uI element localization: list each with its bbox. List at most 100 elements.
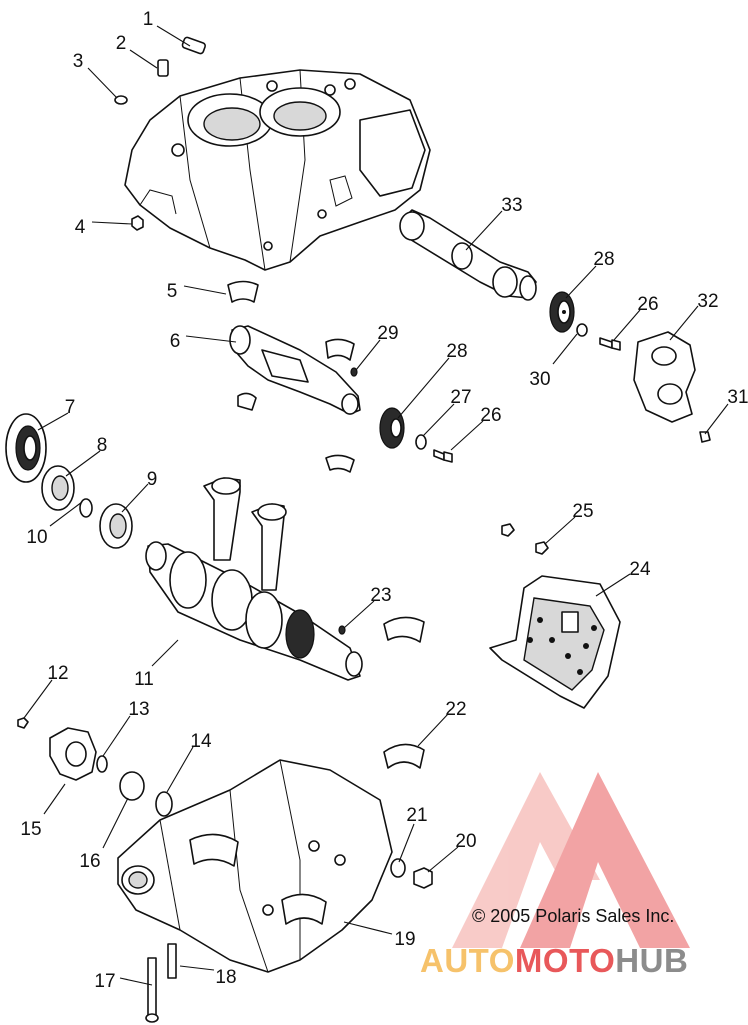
callout-26: 26 xyxy=(480,405,501,426)
main-bearing-9 xyxy=(99,503,133,549)
leader-line-26 xyxy=(450,420,484,451)
oil-pump xyxy=(49,727,97,781)
leader-line-28 xyxy=(565,265,597,299)
callout-26: 26 xyxy=(637,294,658,315)
callout-32: 32 xyxy=(697,291,718,312)
leader-line-27 xyxy=(422,403,455,437)
bearing-shell-lower-middle xyxy=(325,454,355,473)
callout-11: 11 xyxy=(134,669,154,690)
leader-line-11 xyxy=(151,639,179,667)
callout-19: 19 xyxy=(394,929,415,950)
washer-27 xyxy=(415,434,427,450)
balance-shaft xyxy=(229,325,361,415)
leader-line-16 xyxy=(102,797,129,849)
callout-27: 27 xyxy=(450,387,471,408)
watermark-hub: HUB xyxy=(615,942,688,979)
callout-16: 16 xyxy=(79,851,100,872)
crankshaft-assembly xyxy=(145,477,363,681)
stud-17 xyxy=(145,957,159,1023)
main-bearing-8 xyxy=(41,465,75,511)
callout-1: 1 xyxy=(143,9,154,30)
camshaft xyxy=(399,209,537,301)
leader-line-31 xyxy=(704,403,729,435)
callout-17: 17 xyxy=(94,971,115,992)
snap-ring-10 xyxy=(79,498,93,518)
callout-30: 30 xyxy=(529,369,550,390)
callout-28: 28 xyxy=(446,341,467,362)
oil-strainer-plate xyxy=(489,575,621,709)
callout-33: 33 xyxy=(501,195,522,216)
leader-line-13 xyxy=(102,715,131,757)
bearing-shell-5 xyxy=(227,280,259,303)
screw-31 xyxy=(699,431,711,443)
bolt-25-left xyxy=(501,523,515,537)
bearing-shell-right xyxy=(383,616,425,643)
callout-5: 5 xyxy=(167,281,178,302)
leader-line-17 xyxy=(119,977,153,986)
dowel-29 xyxy=(350,367,358,377)
leader-line-12 xyxy=(23,679,53,719)
upper-crankcase xyxy=(124,69,431,271)
cylinder-dowel-pin xyxy=(181,36,207,55)
plug-20 xyxy=(413,867,433,889)
leader-line-18 xyxy=(179,965,215,971)
leader-line-21 xyxy=(398,823,415,863)
callout-2: 2 xyxy=(116,33,127,54)
callout-23: 23 xyxy=(370,585,391,606)
callout-29: 29 xyxy=(377,323,398,344)
callout-20: 20 xyxy=(455,831,476,852)
lower-crankcase xyxy=(117,759,393,973)
leader-line-20 xyxy=(427,846,459,873)
balance-gear xyxy=(379,407,405,449)
watermark-triangle-right xyxy=(520,772,690,948)
callout-14: 14 xyxy=(190,731,212,752)
leader-line-5 xyxy=(183,285,227,295)
snap-ring-14 xyxy=(155,791,173,817)
callout-13: 13 xyxy=(128,699,149,720)
callout-22: 22 xyxy=(445,699,466,720)
leader-line-33 xyxy=(465,210,503,251)
leader-line-14 xyxy=(166,746,194,793)
leader-line-25 xyxy=(544,516,576,545)
leader-line-32 xyxy=(669,305,699,341)
bolt-26-middle xyxy=(433,449,453,463)
callout-31: 31 xyxy=(727,387,748,408)
watermark-auto: AUTO xyxy=(420,942,515,979)
callout-6: 6 xyxy=(170,331,181,352)
o-ring-13 xyxy=(96,755,108,773)
leader-line-7 xyxy=(37,412,69,431)
callout-28: 28 xyxy=(593,249,614,270)
oil-seal xyxy=(5,413,47,483)
callout-3: 3 xyxy=(73,51,84,72)
leader-line-24 xyxy=(595,573,631,597)
callout-24: 24 xyxy=(629,559,651,580)
callout-18: 18 xyxy=(215,967,236,988)
callout-4: 4 xyxy=(75,217,86,238)
leader-line-23 xyxy=(343,600,375,629)
bearing-shell-upper-right xyxy=(325,338,355,361)
washer-30 xyxy=(576,323,588,337)
cam-gear-upper xyxy=(549,291,575,333)
leader-line-3 xyxy=(87,67,118,99)
copyright-notice: © 2005 Polaris Sales Inc. xyxy=(472,906,674,926)
watermark-logo xyxy=(452,772,690,948)
small-washer-3 xyxy=(114,95,128,105)
leader-line-1 xyxy=(156,25,191,47)
leader-line-19 xyxy=(343,921,393,935)
leader-line-26 xyxy=(613,309,641,341)
leader-line-8 xyxy=(65,450,101,477)
watermark-triangle-left xyxy=(452,772,600,948)
callout-25: 25 xyxy=(572,501,593,522)
cover-plate xyxy=(633,331,696,423)
watermark-moto: MOTO xyxy=(515,942,615,979)
callout-15: 15 xyxy=(20,819,41,840)
watermark-text: AUTOMOTOHUB xyxy=(420,942,688,979)
leader-line-4 xyxy=(91,221,133,225)
bolt-26-upper xyxy=(599,337,621,351)
callout-7: 7 xyxy=(65,397,76,418)
leader-line-6 xyxy=(185,335,237,343)
callout-12: 12 xyxy=(47,663,68,684)
leader-line-29 xyxy=(355,339,381,371)
bearing-shell-22 xyxy=(383,743,425,769)
